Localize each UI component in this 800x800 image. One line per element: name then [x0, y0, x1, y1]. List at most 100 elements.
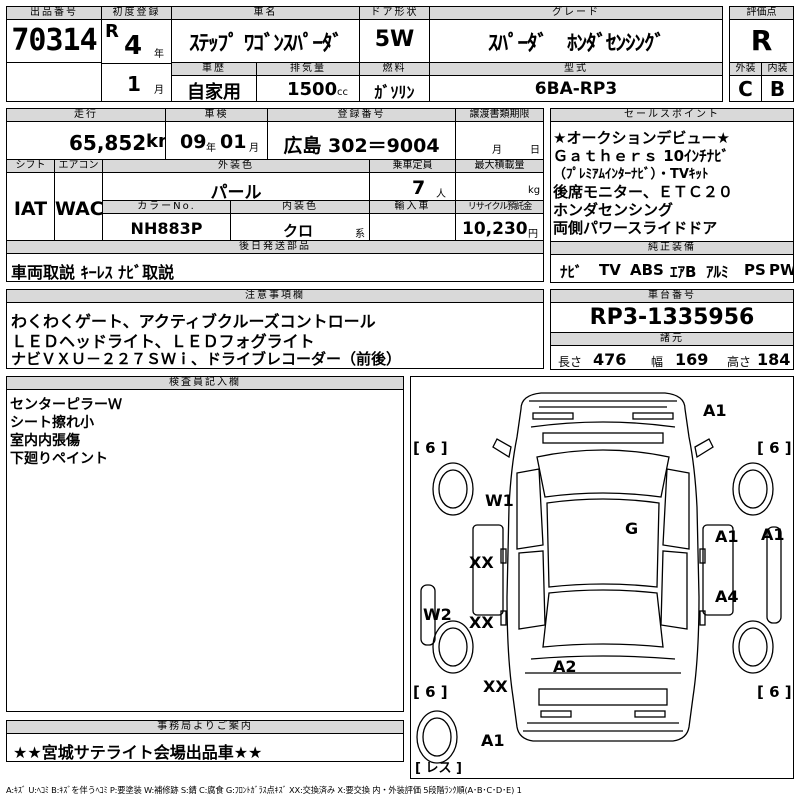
- inspection-cell: 車検 09 年 01 月: [165, 108, 268, 160]
- transfer-day-unit: 日: [530, 145, 540, 156]
- length: 476: [593, 350, 627, 369]
- seats: 7: [412, 177, 426, 199]
- inspector-line: センターピラーＷ: [10, 397, 122, 413]
- tire-front-right: [ 6 ]: [757, 439, 792, 457]
- mark-xx-left-rear: XX: [469, 613, 494, 632]
- mileage-cell: 走行 65,852 km: [6, 108, 166, 160]
- chassis-number: RP3-1335956: [589, 305, 755, 330]
- inspector-line: 下廻りペイント: [10, 451, 108, 467]
- sales-points-label: セールスポイント: [551, 109, 793, 122]
- chassis-cell: 車台番号 RP3-1335956: [550, 289, 794, 333]
- score-cell: 評価点 R: [729, 6, 794, 63]
- equipment-item: ｴｱB: [670, 263, 697, 281]
- car-name-cell: 車名 ｽﾃｯﾌﾟ ﾜｺﾞﾝｽﾊﾟｰﾀﾞ: [171, 6, 360, 63]
- lot-number: 70314: [11, 23, 97, 58]
- spec-cell: 諸元 長さ 476 幅 169 高さ 184: [550, 332, 794, 370]
- ext-label: 外装: [730, 63, 761, 76]
- history: 自家用: [187, 82, 241, 102]
- first-reg-cell: 初度登録 R 4 年 1 月: [101, 6, 172, 102]
- later-parts-label: 後日発送部品: [7, 241, 543, 254]
- import-label: 輸入車: [370, 201, 455, 214]
- inspection-label: 車検: [166, 109, 267, 122]
- tire-front-left: [ 6 ]: [413, 439, 448, 457]
- plate-cell: 登録番号 広島 302＝9004: [267, 108, 456, 160]
- int-score: B: [769, 77, 786, 101]
- mark-a1-right-edge: A1: [761, 525, 785, 544]
- displacement-label: 排気量: [257, 63, 359, 76]
- later-parts: 車両取説 ｷｰﾚｽ ﾅﾋﾞ取説: [11, 263, 175, 282]
- sales-line: （ﾌﾟﾚﾐｱﾑｲﾝﾀｰﾅﾋﾞ）・TVｷｯﾄ: [553, 167, 709, 182]
- month: 1: [127, 72, 141, 96]
- mileage-unit: km: [146, 131, 165, 152]
- mark-w2: W2: [423, 605, 452, 624]
- mark-w1: W1: [485, 491, 514, 510]
- height-label: 高さ: [727, 355, 752, 369]
- ext-score: C: [738, 77, 753, 101]
- door: 5W: [374, 27, 415, 52]
- office-note: ★★宮城サテライト会場出品車★★: [13, 743, 263, 762]
- import-cell: 輸入車: [369, 200, 456, 241]
- plate-label: 登録番号: [268, 109, 455, 122]
- notes-label: 注意事項欄: [7, 290, 543, 303]
- sales-line: ホンダセンシング: [553, 201, 674, 219]
- transfer-label: 譲渡書類期限: [456, 109, 543, 122]
- load-cell: 最大積載量 kg: [455, 159, 544, 201]
- insp-year: 09: [180, 131, 207, 153]
- equipment-item: TV: [599, 261, 621, 279]
- year: 4: [124, 31, 143, 61]
- month-unit: 月: [154, 85, 164, 96]
- sales-line: 両側パワースライドドア: [553, 219, 718, 237]
- plate: 広島 302＝9004: [283, 135, 440, 157]
- score: R: [750, 24, 773, 57]
- sales-line: ★オークションデビュー★: [553, 129, 730, 147]
- ac: WAC: [55, 198, 103, 220]
- equipment-item: PS: [744, 261, 766, 279]
- year-unit: 年: [154, 49, 164, 60]
- grade-label: グレード: [430, 7, 722, 20]
- color-label: 外装色: [103, 160, 369, 173]
- mileage-label: 走行: [7, 109, 165, 122]
- recycle-unit: 円: [528, 229, 538, 240]
- model: 6BA-RP3: [534, 79, 618, 99]
- notes-cell: 注意事項欄 わくわくゲート、アクティブクルーズコントロール ＬＥＤヘッドライト、…: [6, 289, 544, 369]
- first-reg-label: 初度登録: [102, 7, 171, 20]
- era: R: [105, 21, 119, 42]
- mark-xx-rear-bumper: XX: [483, 677, 508, 696]
- int-color-unit: 系: [355, 229, 365, 240]
- car-name: ｽﾃｯﾌﾟ ﾜｺﾞﾝｽﾊﾟｰﾀﾞ: [189, 31, 343, 55]
- lot-number-cell: 出品番号 70314: [6, 6, 102, 63]
- ac-label: エアコン: [55, 160, 102, 173]
- ac-cell: エアコン WAC: [54, 159, 103, 241]
- mileage: 65,852: [69, 131, 147, 155]
- int-cell: 内装 B: [761, 62, 794, 102]
- insp-month: 01: [220, 131, 247, 153]
- door-cell: ドア形状 5W: [359, 6, 430, 63]
- mark-a1-right-door: A1: [715, 527, 739, 546]
- seats-cell: 乗車定員 7 人: [369, 159, 456, 201]
- int-label: 内装: [762, 63, 793, 76]
- equipment-item: ABS: [630, 261, 664, 279]
- recycle-label: リサイクル預託金: [456, 201, 543, 214]
- ext-cell: 外装 C: [729, 62, 762, 102]
- inspector-cell: 検査員記入欄 センターピラーＷ シート擦れ小 室内内張傷 下廻りペイント: [6, 376, 404, 712]
- int-color: クロ: [283, 222, 314, 240]
- inspector-label: 検査員記入欄: [7, 377, 403, 390]
- car-name-label: 車名: [172, 7, 359, 20]
- mark-a1-front: A1: [703, 401, 727, 420]
- load-label: 最大積載量: [456, 160, 543, 173]
- sales-points-cell: セールスポイント ★オークションデビュー★ Ｇａｔｈｅｒｓ 10ｲﾝﾁﾅﾋﾞ （…: [550, 108, 794, 242]
- fuel-label: 燃料: [360, 63, 429, 76]
- fuel-cell: 燃料 ｶﾞｿﾘﾝ: [359, 62, 430, 102]
- history-cell: 車歴 自家用: [171, 62, 257, 102]
- score-label: 評価点: [730, 7, 793, 20]
- sales-line: 後席モニター、ＥＴＣ２０: [553, 183, 733, 201]
- equipment-label: 純正装備: [551, 242, 793, 255]
- int-color-cell: 内装色 クロ 系: [230, 200, 370, 241]
- equipment-cell: 純正装備 ﾅﾋﾞ TV ABS ｴｱB ｱﾙﾐ PS PW: [550, 241, 794, 283]
- mark-a4: A4: [715, 587, 739, 606]
- notes-line: わくわくゲート、アクティブクルーズコントロール: [11, 312, 376, 331]
- transfer-cell: 譲渡書類期限 月 日: [455, 108, 544, 160]
- inspector-line: シート擦れ小: [10, 415, 94, 431]
- color-no-cell: カラーNo. NH883P: [102, 200, 231, 241]
- lot-number-label: 出品番号: [7, 7, 101, 20]
